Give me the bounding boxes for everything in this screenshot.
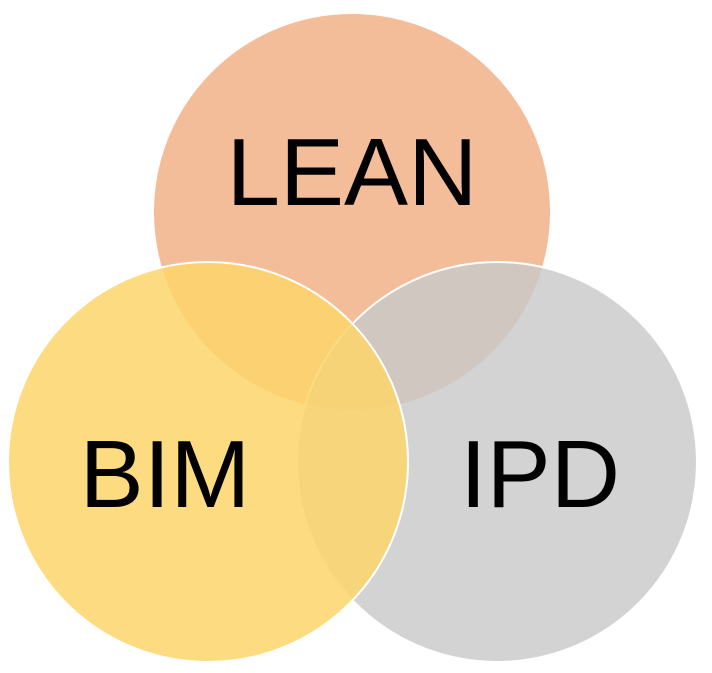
label-bim: BIM [80,421,251,528]
circle-bim [7,261,409,663]
label-ipd: IPD [460,421,620,528]
label-lean: LEAN [227,119,478,226]
